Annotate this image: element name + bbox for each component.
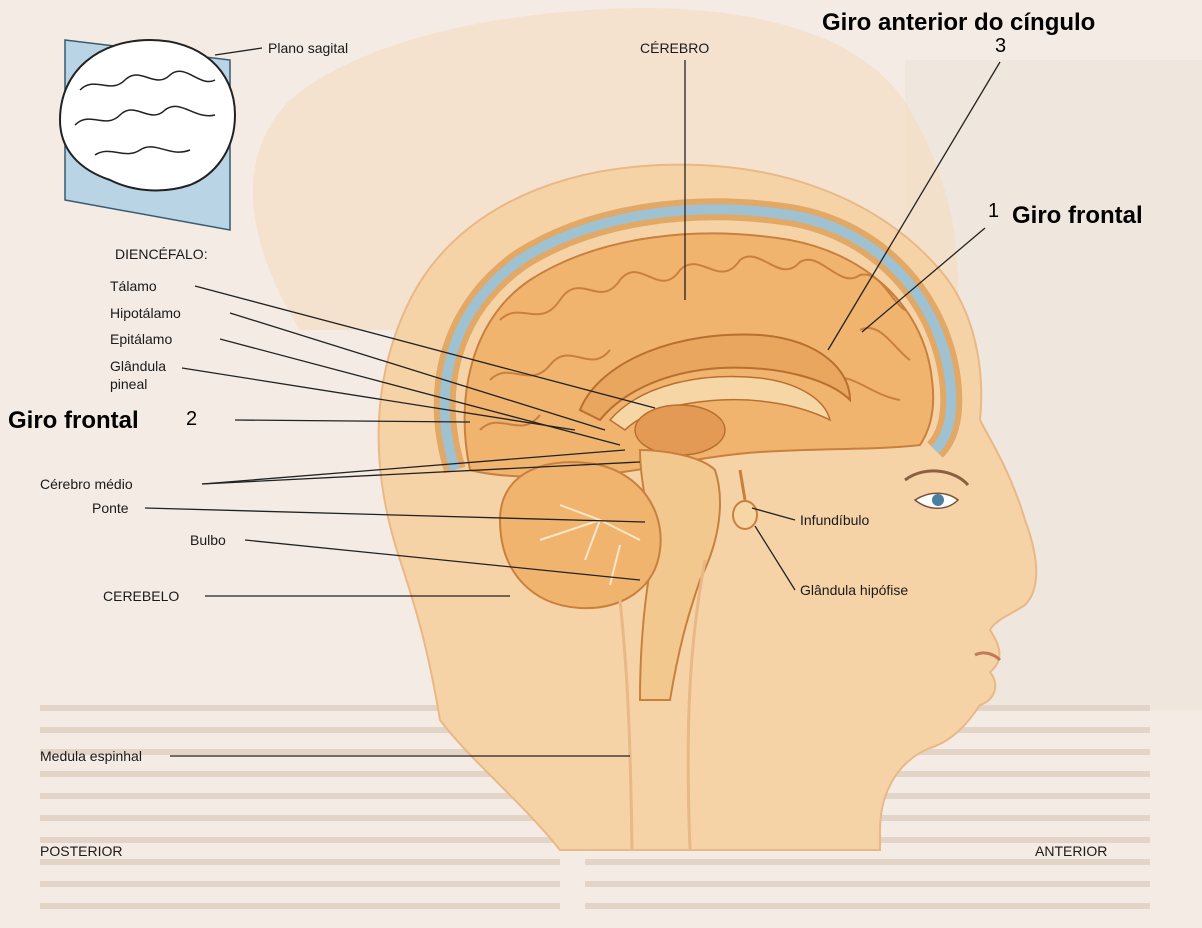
label-glandula-pineal-line2: pineal <box>110 376 147 392</box>
label-medula-espinhal: Medula espinhal <box>40 748 142 764</box>
label-glandula-hipofise: Glândula hipófise <box>800 582 908 598</box>
label-cerebro-medio: Cérebro médio <box>40 476 133 492</box>
annotation-giro-anterior-cingulo: Giro anterior do cíngulo <box>822 10 1095 36</box>
annotation-giro-frontal-2: Giro frontal <box>8 408 139 434</box>
label-cerebelo: CEREBELO <box>103 588 179 604</box>
label-talamo: Tálamo <box>110 278 157 294</box>
iris <box>932 494 944 506</box>
label-hipotalamo: Hipotálamo <box>110 305 181 321</box>
label-bulbo: Bulbo <box>190 532 226 548</box>
thalamus-region <box>635 405 725 455</box>
annotation-giro-frontal-1: Giro frontal <box>1012 203 1143 229</box>
annotation-number-1: 1 <box>988 200 999 222</box>
annotation-number-3: 3 <box>995 35 1006 57</box>
label-plano-sagital: Plano sagital <box>268 40 348 56</box>
label-epitalamo: Epitálamo <box>110 331 172 347</box>
label-glandula-pineal-line1: Glândula <box>110 358 166 374</box>
annotation-number-2: 2 <box>186 408 197 430</box>
label-anterior: ANTERIOR <box>1035 843 1107 859</box>
label-infundibulo: Infundíbulo <box>800 512 869 528</box>
label-diencefalo: DIENCÉFALO: <box>115 246 208 262</box>
label-posterior: POSTERIOR <box>40 843 122 859</box>
label-cerebro: CÉREBRO <box>640 40 709 56</box>
label-ponte: Ponte <box>92 500 129 516</box>
pituitary-gland <box>733 501 757 529</box>
